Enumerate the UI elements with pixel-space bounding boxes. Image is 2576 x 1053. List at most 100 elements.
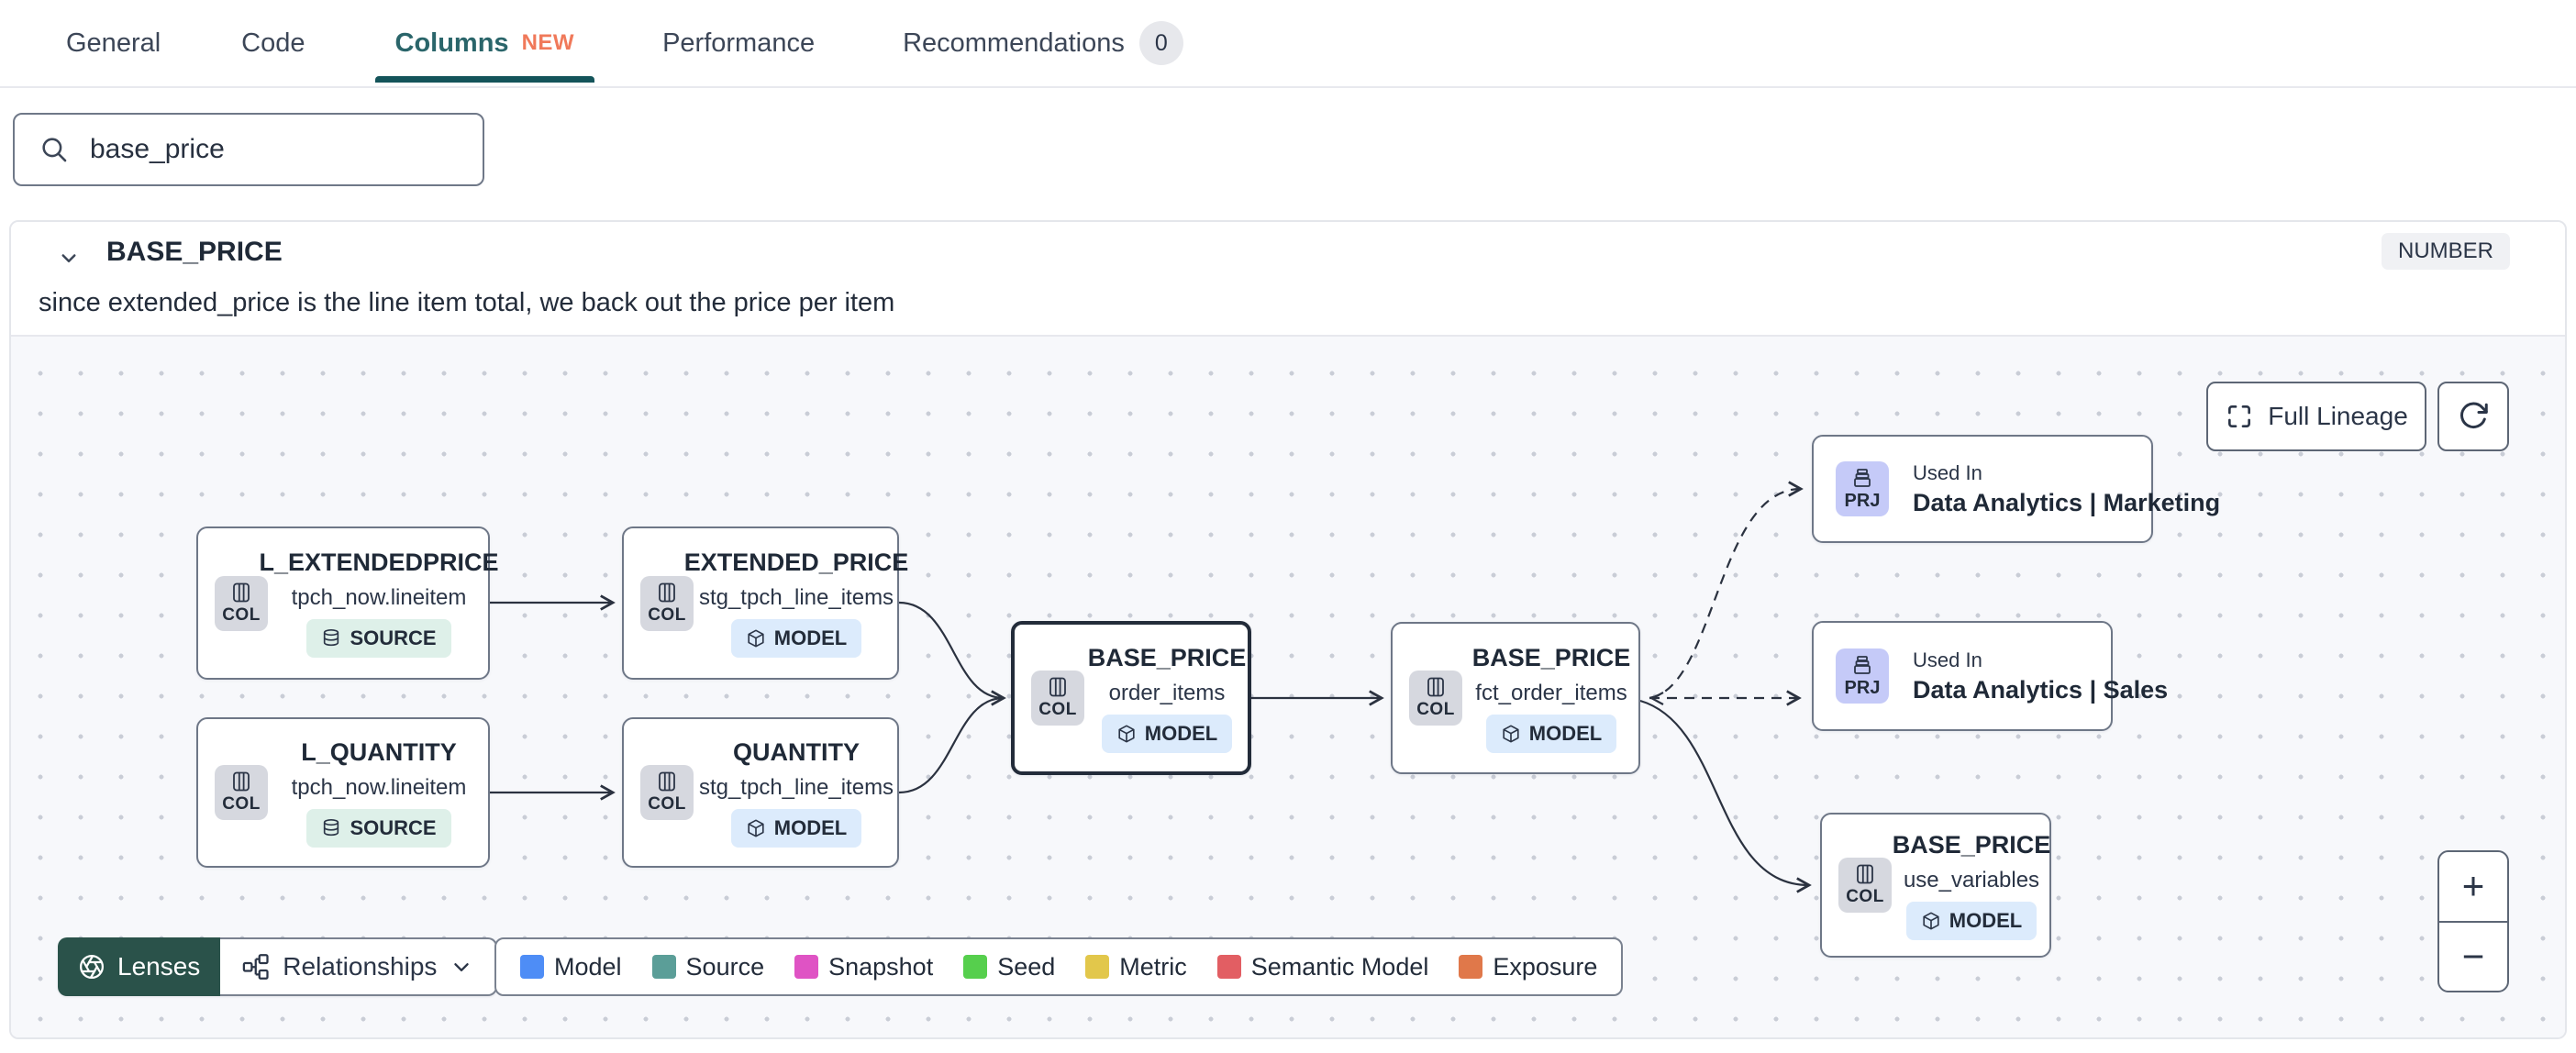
tab-performance[interactable]: Performance <box>662 28 815 59</box>
legend-item-exposure: Exposure <box>1459 953 1597 981</box>
node-content: Used In Data Analytics | Sales <box>1913 648 2168 704</box>
node-subtitle: use_variables <box>1903 867 2040 892</box>
lineage-node-quantity[interactable]: COL QUANTITY stg_tpch_line_items MODEL <box>622 717 899 868</box>
lineage-node-extended-price[interactable]: COL EXTENDED_PRICE stg_tpch_line_items M… <box>622 526 908 680</box>
node-subtitle: stg_tpch_line_items <box>698 774 894 800</box>
legend-label: Semantic Model <box>1250 952 1429 981</box>
project-stack-icon <box>1854 655 1871 674</box>
expand-icon <box>2228 405 2251 427</box>
node-title: BASE_PRICE <box>1892 830 2051 859</box>
columns-icon <box>1857 864 1873 884</box>
search-input[interactable] <box>88 133 477 166</box>
col-badge: COL <box>215 575 268 631</box>
prj-badge-label: PRJ <box>1844 677 1881 698</box>
tab-columns[interactable]: Columns NEW <box>374 28 594 83</box>
legend-item-snapshot: Snapshot <box>794 953 933 981</box>
database-icon <box>324 629 339 647</box>
node-title: L_QUANTITY <box>301 737 457 766</box>
node-subtitle: tpch_now.lineitem <box>291 585 467 610</box>
column-panel-header: BASE_PRICE NUMBER since extended_price i… <box>11 222 2565 337</box>
col-badge: COL <box>215 765 268 820</box>
lineage-node-base-price-order-items[interactable]: COL BASE_PRICE order_items MODEL <box>1011 621 1251 775</box>
tab-code[interactable]: Code <box>241 28 305 59</box>
node-subtitle: order_items <box>1108 680 1226 705</box>
type-badge-label: SOURCE <box>350 815 437 839</box>
refresh-lineage-button[interactable] <box>2437 382 2509 451</box>
node-subtitle: fct_order_items <box>1475 680 1627 705</box>
column-name: BASE_PRICE <box>106 237 283 267</box>
node-content: QUANTITY stg_tpch_line_items MODEL <box>699 719 894 866</box>
columns-icon <box>233 771 250 792</box>
cube-icon <box>1118 724 1135 743</box>
tab-bar: General Code Columns NEW Performance Rec… <box>0 0 2576 88</box>
recommendations-count-badge: 0 <box>1138 21 1183 65</box>
columns-icon <box>233 582 250 602</box>
tab-columns-label: Columns <box>394 28 509 58</box>
node-subtitle: stg_tpch_line_items <box>698 585 894 610</box>
source-type-badge: SOURCE <box>306 808 451 848</box>
legend-label: Seed <box>997 952 1056 981</box>
full-lineage-label: Full Lineage <box>2268 402 2408 430</box>
lenses-label: Lenses <box>117 952 201 981</box>
zoom-out-button[interactable]: − <box>2461 934 2485 978</box>
model-type-badge: MODEL <box>1485 714 1617 753</box>
legend-swatch <box>520 955 544 979</box>
refresh-icon <box>2460 402 2488 428</box>
col-badge-label: COL <box>222 604 261 625</box>
node-title: QUANTITY <box>733 737 860 766</box>
node-title: L_EXTENDEDPRICE <box>259 549 499 576</box>
tab-recommendations-label: Recommendations <box>903 28 1125 58</box>
type-badge-label: MODEL <box>773 815 848 839</box>
cube-icon <box>1923 911 1939 930</box>
model-type-badge: MODEL <box>1101 714 1233 753</box>
legend-item-metric: Metric <box>1085 953 1187 981</box>
lineage-canvas[interactable]: Full Lineage COL L_EXTENDEDPRICE tpch_no… <box>11 337 2565 1037</box>
lineage-node-base-price-fct-order-items[interactable]: COL BASE_PRICE fct_order_items MODEL <box>1391 622 1640 774</box>
type-badge-label: MODEL <box>773 626 848 649</box>
cube-icon <box>748 629 764 648</box>
prj-badge: PRJ <box>1836 461 1889 516</box>
tab-recommendations[interactable]: Recommendations 0 <box>903 21 1183 65</box>
lenses-button[interactable]: Lenses <box>58 937 221 996</box>
node-content: EXTENDED_PRICE stg_tpch_line_items MODEL <box>684 528 908 678</box>
database-icon <box>324 818 339 836</box>
col-badge-label: COL <box>1846 887 1884 906</box>
col-badge-label: COL <box>648 794 686 814</box>
relationships-label: Relationships <box>283 952 438 981</box>
collapse-chevron-icon[interactable] <box>55 244 83 272</box>
relationships-dropdown[interactable]: Relationships <box>220 937 498 996</box>
col-badge: COL <box>640 575 694 631</box>
legend-label: Exposure <box>1493 952 1598 981</box>
legend-label: Model <box>554 952 622 981</box>
search-box[interactable] <box>13 113 484 186</box>
node-subtitle: tpch_now.lineitem <box>291 774 467 800</box>
col-badge: COL <box>1838 858 1892 913</box>
columns-icon <box>659 582 675 602</box>
col-badge-label: COL <box>222 794 261 814</box>
zoom-in-button[interactable]: + <box>2461 864 2485 908</box>
legend-label: Metric <box>1119 952 1187 981</box>
col-badge-label: COL <box>648 604 686 625</box>
lineage-node-l-extendedprice[interactable]: COL L_EXTENDEDPRICE tpch_now.lineitem SO… <box>196 526 499 680</box>
full-lineage-button[interactable]: Full Lineage <box>2206 382 2426 451</box>
node-content: L_EXTENDEDPRICE tpch_now.lineitem SOURCE <box>259 528 499 678</box>
node-content: BASE_PRICE order_items MODEL <box>1088 625 1246 771</box>
lineage-node-used-in-sales[interactable]: PRJ Used In Data Analytics | Sales <box>1812 621 2168 731</box>
tab-general[interactable]: General <box>66 28 161 59</box>
col-badge: COL <box>1031 671 1084 726</box>
lineage-node-used-in-marketing[interactable]: PRJ Used In Data Analytics | Marketing <box>1812 435 2220 543</box>
project-stack-icon <box>1854 468 1871 487</box>
column-description: since extended_price is the line item to… <box>39 288 895 317</box>
used-in-label: Used In <box>1913 648 1982 671</box>
legend-swatch <box>1459 955 1483 979</box>
column-panel: BASE_PRICE NUMBER since extended_price i… <box>9 220 2567 1039</box>
columns-icon <box>1049 677 1066 697</box>
chevron-down-icon <box>454 963 470 971</box>
zoom-divider <box>2439 920 2507 923</box>
legend-swatch <box>794 955 819 979</box>
node-type-legend: Model Source Snapshot Seed Metric <box>494 937 1624 996</box>
lineage-node-l-quantity[interactable]: COL L_QUANTITY tpch_now.lineitem SOURCE <box>196 717 490 868</box>
lineage-node-base-price-use-variables[interactable]: COL BASE_PRICE use_variables MODEL <box>1820 813 2051 958</box>
cube-icon <box>1503 724 1519 743</box>
